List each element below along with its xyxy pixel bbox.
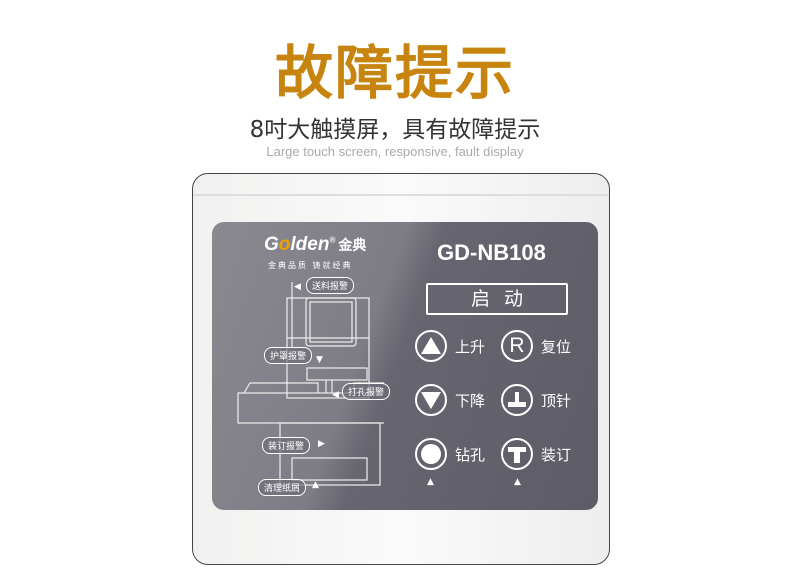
triangle-down-icon	[415, 384, 447, 416]
reset-button[interactable]: R 复位	[501, 330, 571, 362]
t-shape-icon	[501, 438, 533, 470]
alarm-cover[interactable]: 护罩报警	[264, 347, 313, 364]
button-label: 复位	[541, 337, 572, 356]
drill-button[interactable]: 钻孔	[415, 438, 485, 470]
button-label: 下降	[455, 391, 486, 410]
arrow-left-icon: ◀	[332, 390, 339, 400]
arrow-up-icon: ▲	[514, 477, 521, 487]
button-label: 钻孔	[455, 445, 486, 464]
subtitle-english: Large touch screen, responsive, fault di…	[266, 144, 524, 159]
circle-icon	[415, 438, 447, 470]
arrow-up-icon: ▲	[427, 477, 434, 487]
alarm-punch[interactable]: 打孔报警	[342, 383, 391, 400]
arrow-right-icon: ▶	[318, 439, 325, 449]
inverted-t-icon	[501, 384, 533, 416]
bind-button[interactable]: 装订	[501, 438, 571, 470]
arrow-left-icon: ◀	[294, 282, 301, 292]
alarm-clean[interactable]: 清理纸屑	[258, 479, 307, 496]
divider	[193, 194, 609, 196]
machine-diagram-icon	[237, 282, 384, 486]
subtitle: 8吋大触摸屏，具有故障提示	[249, 117, 541, 143]
ejector-pin-button[interactable]: 顶针	[501, 384, 571, 416]
model-name: GD-NB108	[437, 240, 546, 265]
alarm-bind[interactable]: 装订报警	[262, 437, 311, 454]
page-title: 故障提示	[274, 39, 515, 107]
down-button[interactable]: 下降	[415, 384, 485, 416]
letter-r-icon: R	[501, 330, 533, 362]
button-label: 顶针	[541, 391, 572, 410]
triangle-up-icon	[415, 330, 447, 362]
button-label: 装订	[541, 445, 572, 464]
start-button[interactable]: 启动	[426, 283, 568, 315]
slogan: 金典品质 铸就经典	[268, 261, 353, 270]
control-panel: Golden®金典 金典品质 铸就经典 ◀ 送料报警 护罩报警 ▼ ◀ 打孔报警…	[212, 222, 598, 510]
brand-logo: Golden®金典	[264, 234, 367, 255]
arrow-up-icon: ▲	[312, 480, 319, 490]
arrow-down-icon: ▼	[316, 355, 323, 365]
button-label: 上升	[455, 337, 486, 356]
alarm-feed[interactable]: 送料报警	[306, 277, 355, 294]
up-button[interactable]: 上升	[415, 330, 485, 362]
